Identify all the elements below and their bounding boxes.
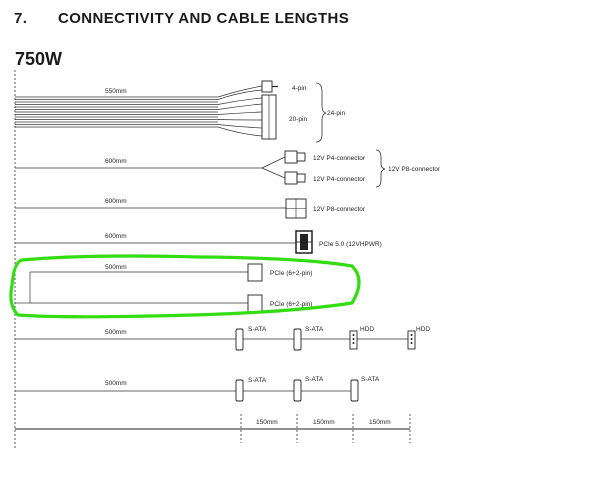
sata-hdd-connector-1 — [235, 328, 244, 351]
p4-connector-1 — [284, 150, 298, 164]
sata-hdd-length-label: 500mm — [105, 329, 127, 336]
atx-4pin-label: 4-pin — [292, 85, 307, 92]
section-number: 7. — [14, 10, 28, 27]
spacing-label-3: 150mm — [369, 419, 391, 426]
spacing-label-2: 150mm — [313, 419, 335, 426]
p4-connector-2 — [284, 171, 298, 185]
sata-connector-1 — [235, 379, 244, 402]
sata-connector-1-label: S-ATA — [248, 377, 267, 384]
pcie5-length-label: 600mm — [105, 233, 127, 240]
p4-brace — [375, 149, 386, 188]
sata-connector-3-label: S-ATA — [361, 376, 380, 383]
atx-cable: 550mm 4-pin 20-pin 24-pin — [15, 80, 345, 143]
p4-cable: 600mm 12V P4-connector 12V P4-connector … — [15, 149, 441, 188]
p8-length-label: 600mm — [105, 198, 127, 205]
hdd-connector-2-label: HDD — [416, 326, 430, 333]
pcie-cable: 500mm PCIe (6+2-pin) PCIe (6+2-pin) — [15, 263, 312, 313]
spacing-scale: 150mm 150mm 150mm — [15, 414, 411, 443]
pcie-connector-1-label: PCIe (6+2-pin) — [270, 270, 312, 277]
sata-hdd-cable: 500mm S-ATA S-ATA HDD HDD — [15, 326, 430, 351]
sata-hdd-connector-2 — [293, 328, 302, 351]
sata-hdd-connector-1-label: S-ATA — [248, 326, 267, 333]
atx-length-label: 550mm — [105, 88, 127, 95]
atx-4pin-connector — [261, 80, 273, 93]
pcie-length-label: 500mm — [105, 264, 127, 271]
sata-length-label: 500mm — [105, 380, 127, 387]
atx-total-label: 24-pin — [327, 110, 345, 117]
pcie-connector-2 — [247, 294, 263, 313]
pcie-connector-2-label: PCIe (6+2-pin) — [270, 301, 312, 308]
p8-connector-label: 12V P8-connector — [313, 206, 366, 213]
atx-wire-bundle — [15, 85, 263, 137]
section-heading: 7. CONNECTIVITY AND CABLE LENGTHS — [14, 10, 349, 27]
p4-connector-1-label: 12V P4-connector — [313, 155, 366, 162]
p4-group-label: 12V P8-connector — [388, 166, 441, 173]
section-title: CONNECTIVITY AND CABLE LENGTHS — [58, 10, 350, 27]
p8-cable: 600mm 12V P8-connector — [15, 198, 366, 219]
sata-hdd-connector-2-label: S-ATA — [305, 326, 324, 333]
highlight-outline — [9, 254, 361, 319]
sata-connector-3 — [350, 379, 359, 402]
sata-connector-2 — [293, 379, 302, 402]
atx-brace — [315, 82, 327, 143]
hdd-connector-1-label: HDD — [360, 326, 374, 333]
sata-cable: 500mm S-ATA S-ATA S-ATA — [15, 376, 380, 402]
p4-connector-2-label: 12V P4-connector — [313, 176, 366, 183]
sata-connector-2-label: S-ATA — [305, 376, 324, 383]
atx-20pin-label: 20-pin — [289, 116, 307, 123]
pcie5-cable: 600mm PCIe 5.0 (12VHPWR) — [15, 230, 382, 254]
pcie5-connector-label: PCIe 5.0 (12VHPWR) — [319, 241, 382, 248]
spacing-label-1: 150mm — [256, 419, 278, 426]
model-title: 750W — [15, 49, 63, 69]
pcie-connector-1 — [247, 263, 263, 282]
p4-length-label: 600mm — [105, 158, 127, 165]
